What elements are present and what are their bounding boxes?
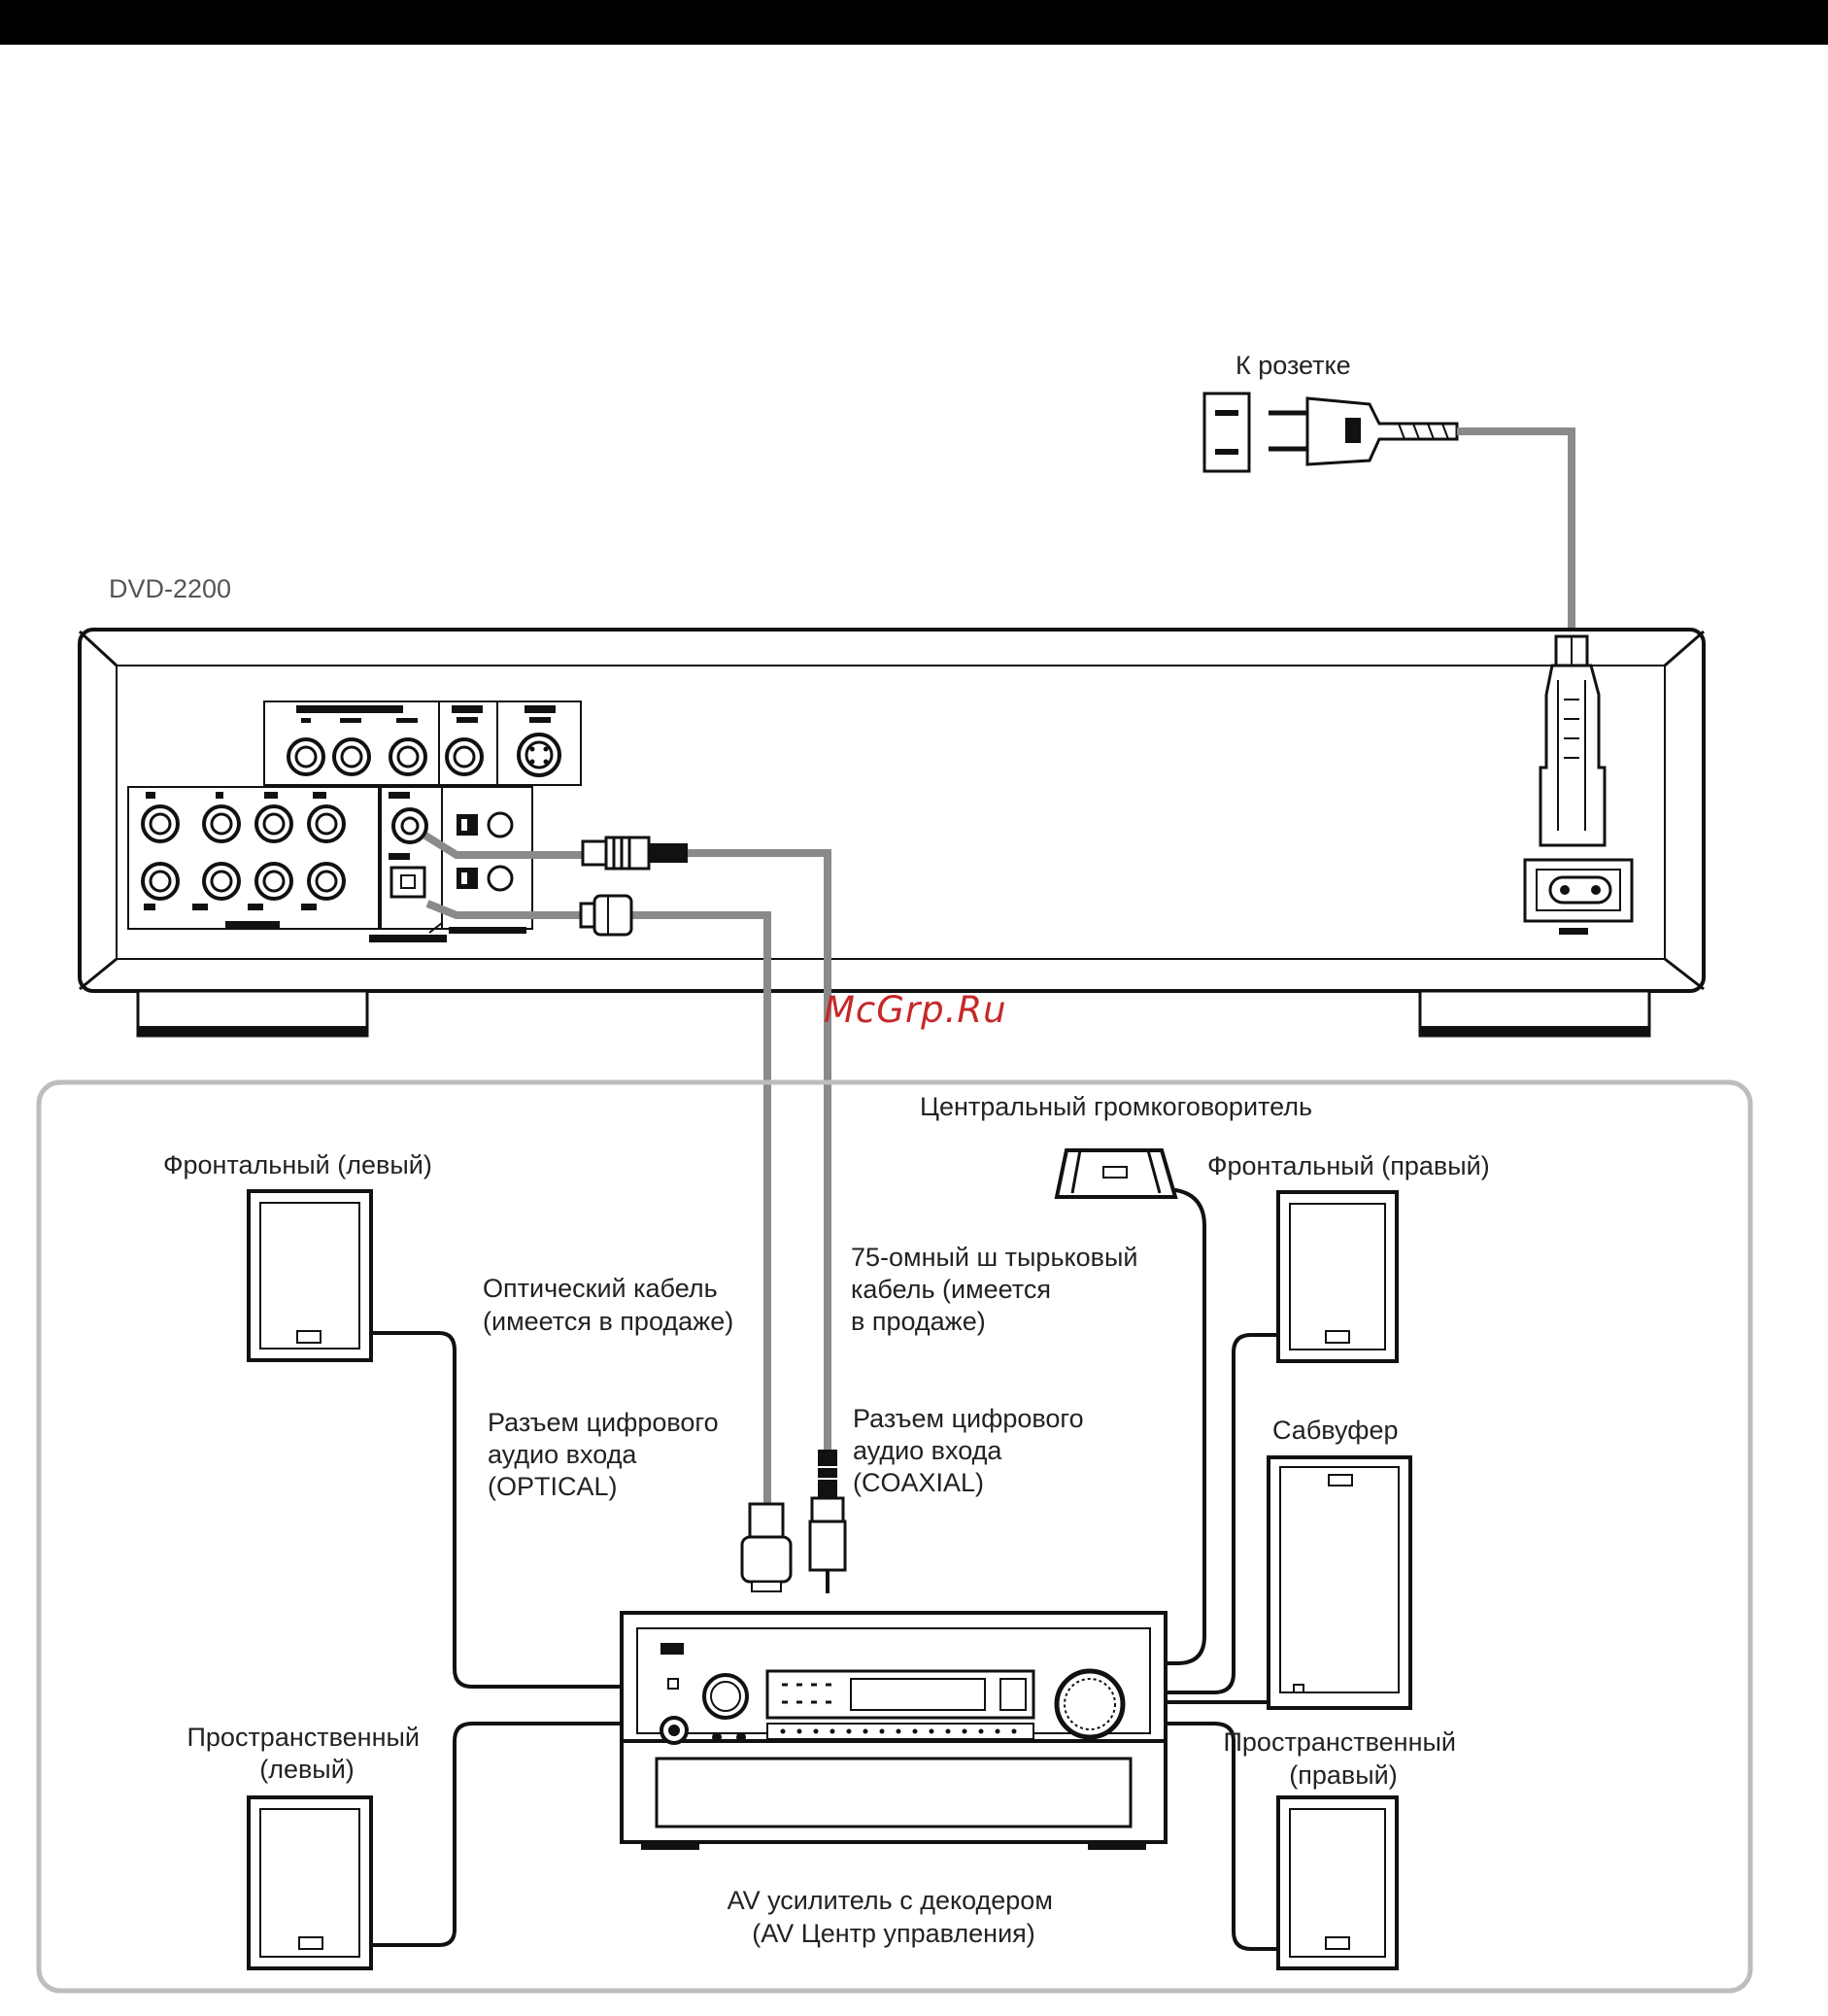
- indicator-dot: [978, 1728, 984, 1734]
- optical-cable: [425, 900, 771, 1506]
- subwoofer: [1267, 1455, 1412, 1710]
- rca-jack: [141, 862, 180, 901]
- surround-right-speaker: [1276, 1795, 1399, 1970]
- center-speaker-label: Центральный громкоговоритель: [920, 1092, 1312, 1121]
- front-left-speaker: [247, 1189, 373, 1362]
- audio-out-jacks: [141, 804, 346, 901]
- indicator-dot: [780, 1728, 786, 1734]
- rca-jack: [254, 862, 293, 901]
- indicator-dot: [846, 1728, 852, 1734]
- indicator-dot: [995, 1728, 1000, 1734]
- speaker-setup-frame: [36, 1079, 1753, 1994]
- indicator-dot: [912, 1728, 918, 1734]
- component-jacks: [287, 737, 484, 776]
- coax-input-label: Разъем цифрового аудио входа (COAXIAL): [853, 1404, 1091, 1497]
- s-video-jack: [517, 733, 561, 777]
- model-label: DVD-2200: [109, 574, 231, 603]
- rca-jack: [254, 804, 293, 843]
- coax-cable-label: 75-омный ш тырьковый кабель (имеется в п…: [851, 1243, 1145, 1336]
- rca-jack: [389, 737, 427, 776]
- amplifier-label: AV усилитель с декодером (AV Центр управ…: [728, 1886, 1061, 1948]
- power-plug: [1269, 396, 1459, 466]
- subwoofer-label: Сабвуфер: [1272, 1416, 1398, 1445]
- indicator-dot: [796, 1728, 802, 1734]
- coaxial-out-jack: [391, 807, 428, 844]
- watermark: McGrp.Ru: [824, 989, 1007, 1031]
- ac-plug: [1539, 634, 1607, 847]
- center-speaker: [1054, 1148, 1178, 1199]
- indicator-dot: [929, 1728, 934, 1734]
- rca-jack: [287, 737, 325, 776]
- power-cord: [1457, 427, 1575, 636]
- front-left-label: Фронтальный (левый): [163, 1150, 432, 1179]
- surround-right-label: Пространственный (правый): [1224, 1727, 1464, 1790]
- rca-jack: [202, 804, 241, 843]
- top-bar: [0, 0, 1828, 45]
- outlet-label: К розетке: [1236, 351, 1351, 380]
- coaxial-plug-bottom: [808, 1450, 847, 1593]
- rca-jack: [202, 862, 241, 901]
- optical-plug-top: [579, 894, 633, 937]
- rca-jack: [307, 804, 346, 843]
- indicator-dot: [879, 1728, 885, 1734]
- ac-inlet: [1523, 858, 1634, 935]
- indicator-dot: [945, 1728, 951, 1734]
- surround-left-speaker: [247, 1795, 373, 1970]
- indicator-dot: [829, 1728, 835, 1734]
- av-amplifier: [620, 1611, 1168, 1850]
- digital-switches: [457, 811, 514, 892]
- rca-jack: [332, 737, 371, 776]
- coaxial-cable: [423, 832, 831, 1452]
- optical-plug-bottom: [740, 1502, 793, 1592]
- optical-cable-label: Оптический кабель (имеется в продаже): [483, 1274, 733, 1336]
- speaker-wires: [371, 1187, 1278, 1951]
- rca-jack: [445, 737, 484, 776]
- front-right-label: Фронтальный (правый): [1207, 1151, 1490, 1180]
- rca-jack: [307, 862, 346, 901]
- indicator-dot: [1011, 1728, 1017, 1734]
- optical-input-label: Разъем цифрового аудио входа (OPTICAL): [488, 1408, 726, 1501]
- surround-left-label: Пространственный (левый): [187, 1723, 427, 1784]
- indicator-dot: [896, 1728, 901, 1734]
- front-right-speaker: [1276, 1190, 1399, 1363]
- rca-jack: [141, 804, 180, 843]
- indicator-dot: [863, 1728, 868, 1734]
- coaxial-plug-top: [581, 836, 688, 871]
- indicator-dot: [962, 1728, 967, 1734]
- optical-out-jack: [389, 866, 426, 899]
- wall-outlet: [1202, 392, 1251, 473]
- indicator-dot: [813, 1728, 819, 1734]
